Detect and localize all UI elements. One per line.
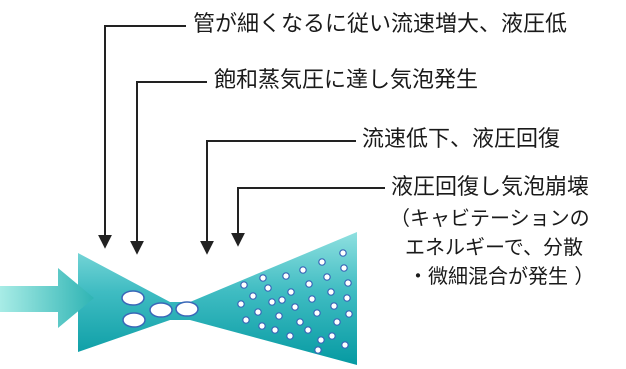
leader-line-4 xyxy=(231,187,385,247)
note-line-1: （キャビテーションの xyxy=(390,206,590,230)
flow-arrow xyxy=(0,268,94,328)
bubble xyxy=(122,312,146,328)
note-line-3: ・微細混合が発生 ） xyxy=(408,264,595,288)
leader-lines xyxy=(98,25,385,255)
label-bubble-collapse: 液圧回復し気泡崩壊 xyxy=(391,175,590,200)
bubble xyxy=(175,301,199,317)
bubble xyxy=(121,290,145,306)
venturi-tube xyxy=(78,232,357,365)
label-flow-increase: 管が細くなるに従い流速増大、液圧低 xyxy=(193,12,568,37)
label-pressure-recovery: 流速低下、液圧回復 xyxy=(362,127,561,152)
leader-line-3 xyxy=(200,140,356,255)
leader-line-1 xyxy=(98,25,186,249)
large-bubbles xyxy=(121,290,199,328)
note-line-2: エネルギーで、分散 xyxy=(405,235,583,259)
label-bubble-generation: 飽和蒸気圧に達し気泡発生 xyxy=(214,68,479,93)
bubble xyxy=(149,302,173,318)
leader-line-2 xyxy=(130,81,207,255)
small-bubbles xyxy=(237,249,353,354)
